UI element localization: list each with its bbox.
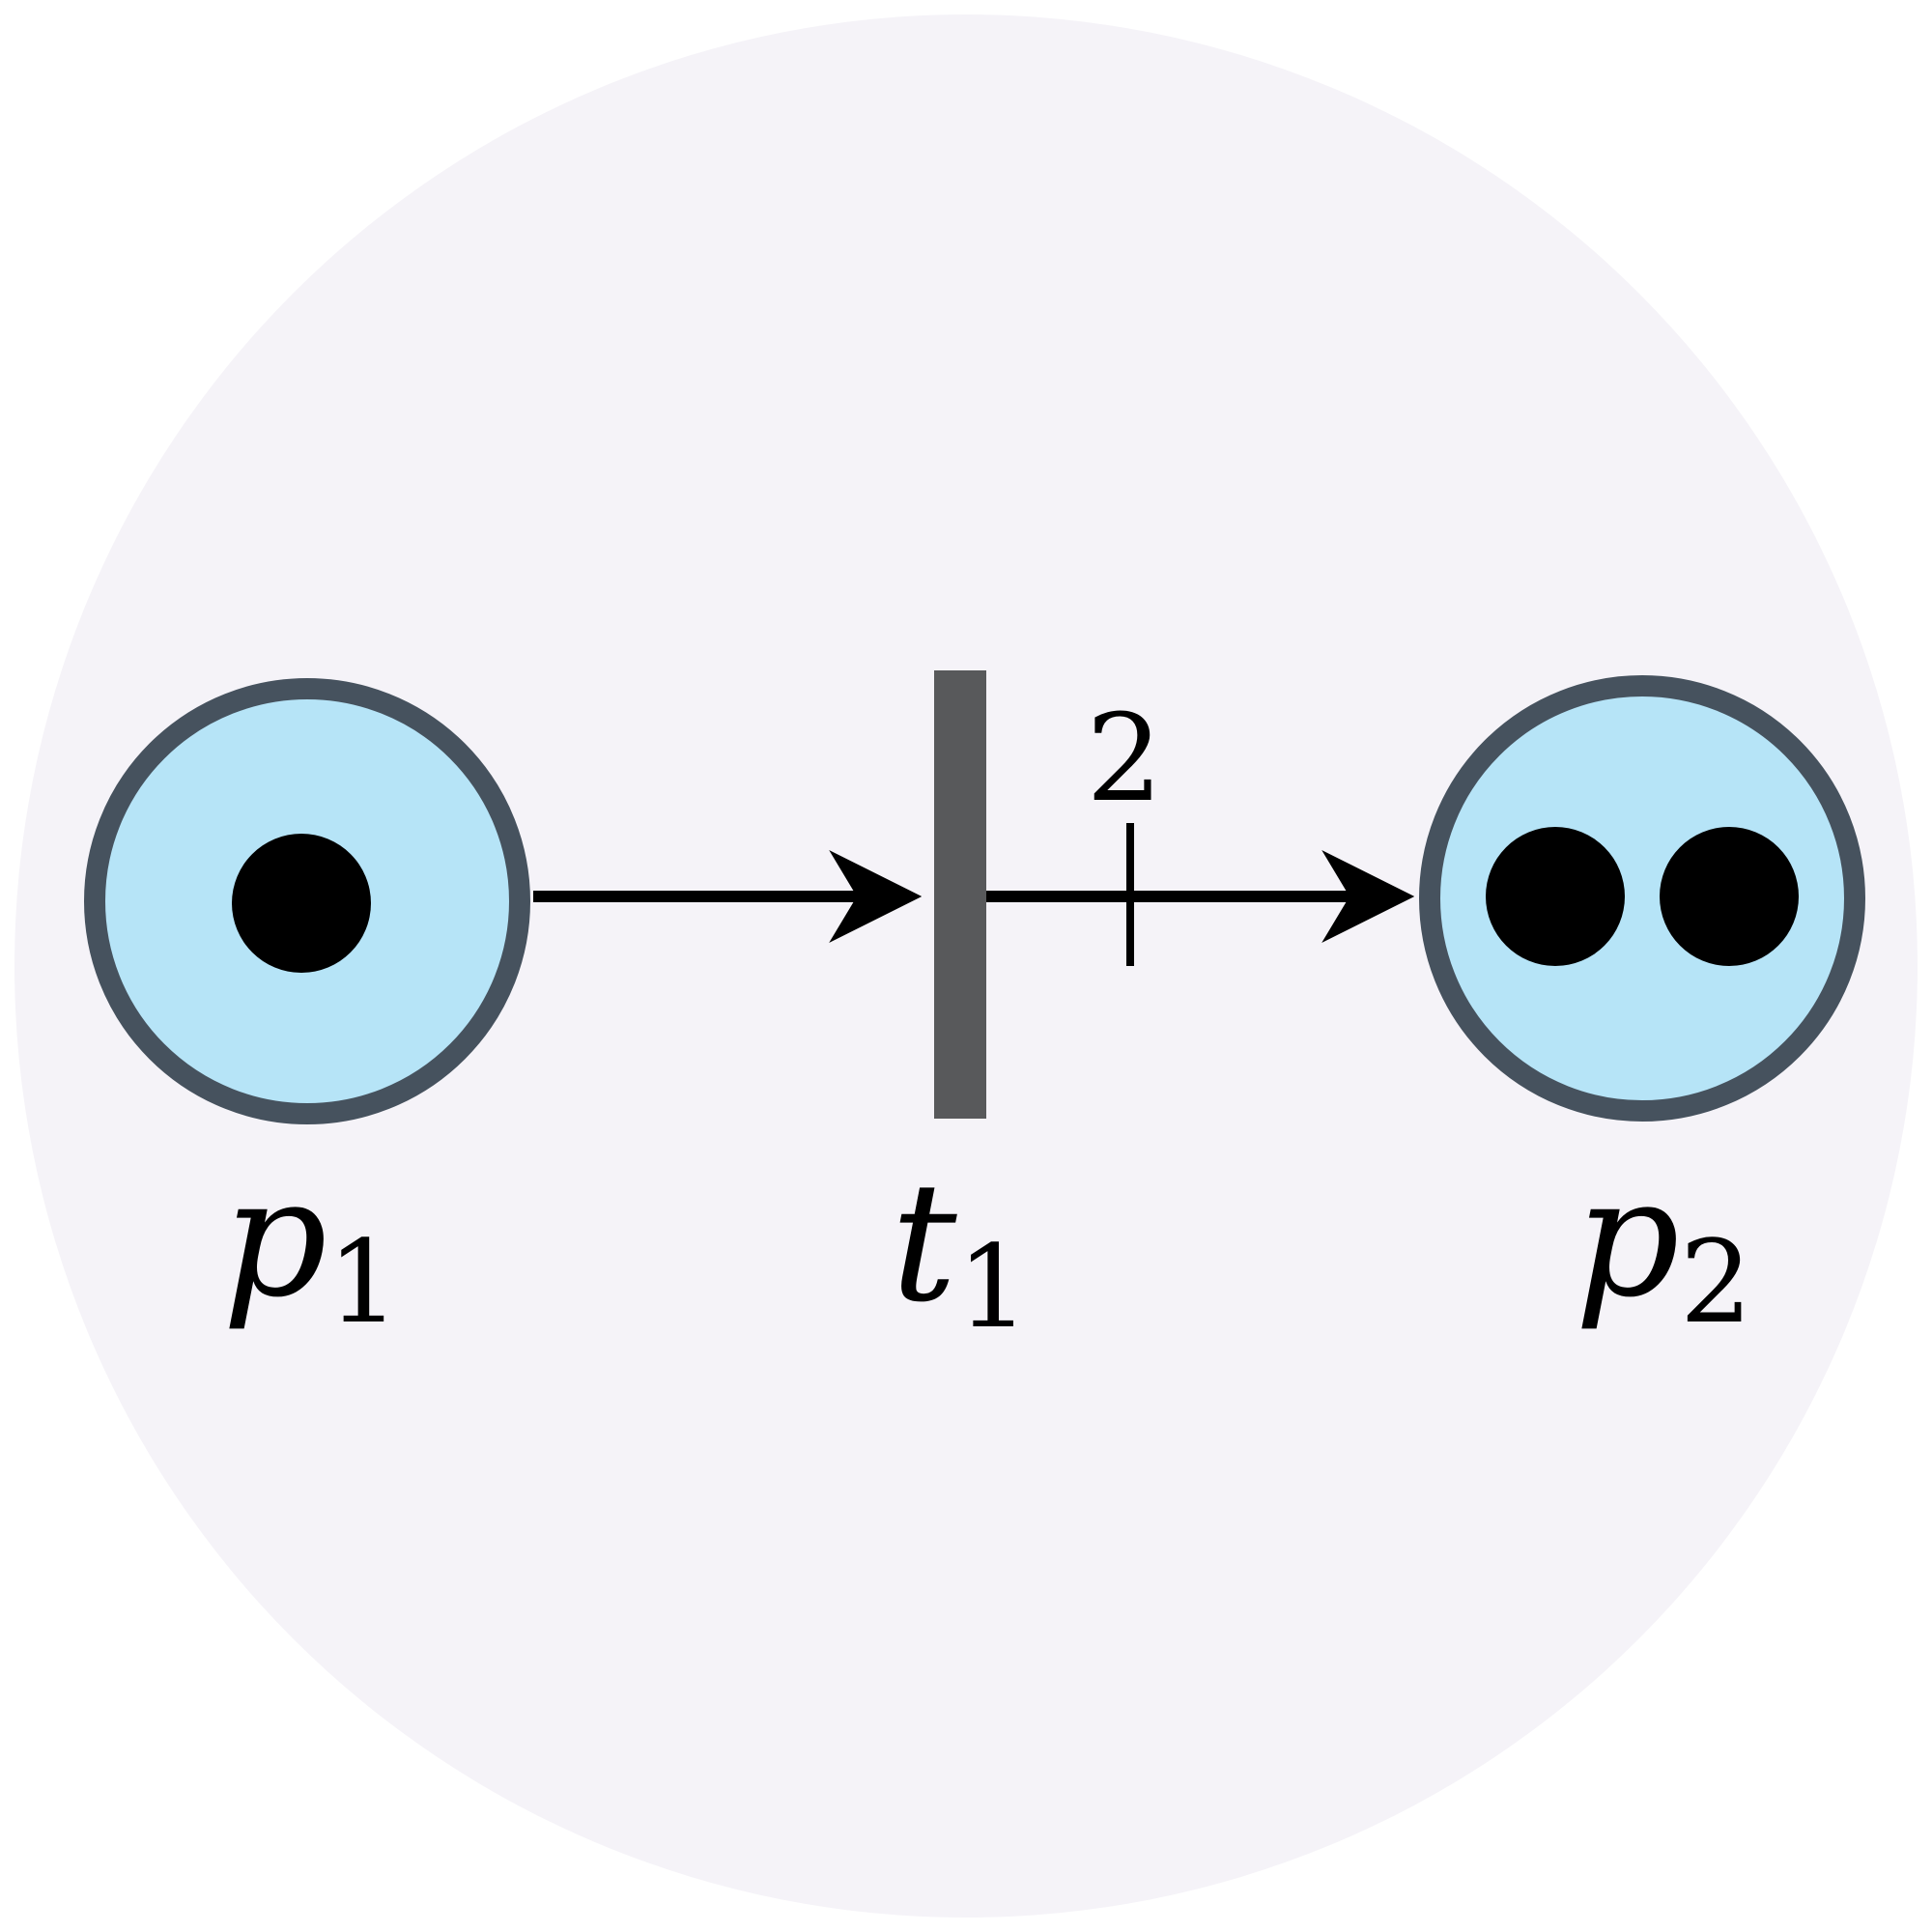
place-label: p2 <box>1575 1143 1752 1349</box>
transition-bar <box>934 670 986 1119</box>
token <box>232 834 371 973</box>
place-circle <box>1419 675 1865 1122</box>
transition-label-sub: 1 <box>957 1220 1030 1353</box>
transition-t1: t1 <box>891 670 1030 1353</box>
token <box>1486 827 1625 966</box>
place-label-sub: 2 <box>1680 1215 1752 1349</box>
place-label-sub: 1 <box>327 1215 400 1349</box>
place-p1: p1 <box>84 678 530 1349</box>
arc-t1-p2: 2 <box>986 689 1415 966</box>
place-p2: p2 <box>1419 675 1865 1349</box>
transition-label: t1 <box>891 1148 1029 1353</box>
token <box>1660 827 1799 966</box>
transition-label-base: t <box>891 1148 957 1339</box>
arc-weight-label: 2 <box>1086 689 1163 829</box>
place-label-base: p <box>222 1143 327 1334</box>
place-label-base: p <box>1575 1143 1680 1334</box>
place-label: p1 <box>222 1143 400 1349</box>
